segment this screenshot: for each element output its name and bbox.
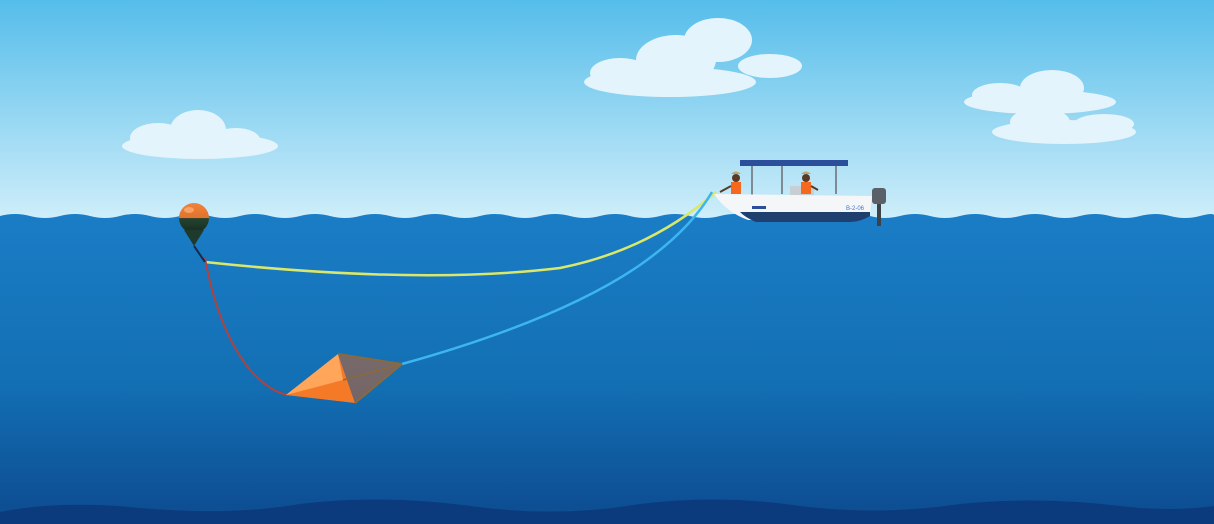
ocean-water [0,214,1214,524]
boat-registration: B-2-06 [846,206,865,212]
